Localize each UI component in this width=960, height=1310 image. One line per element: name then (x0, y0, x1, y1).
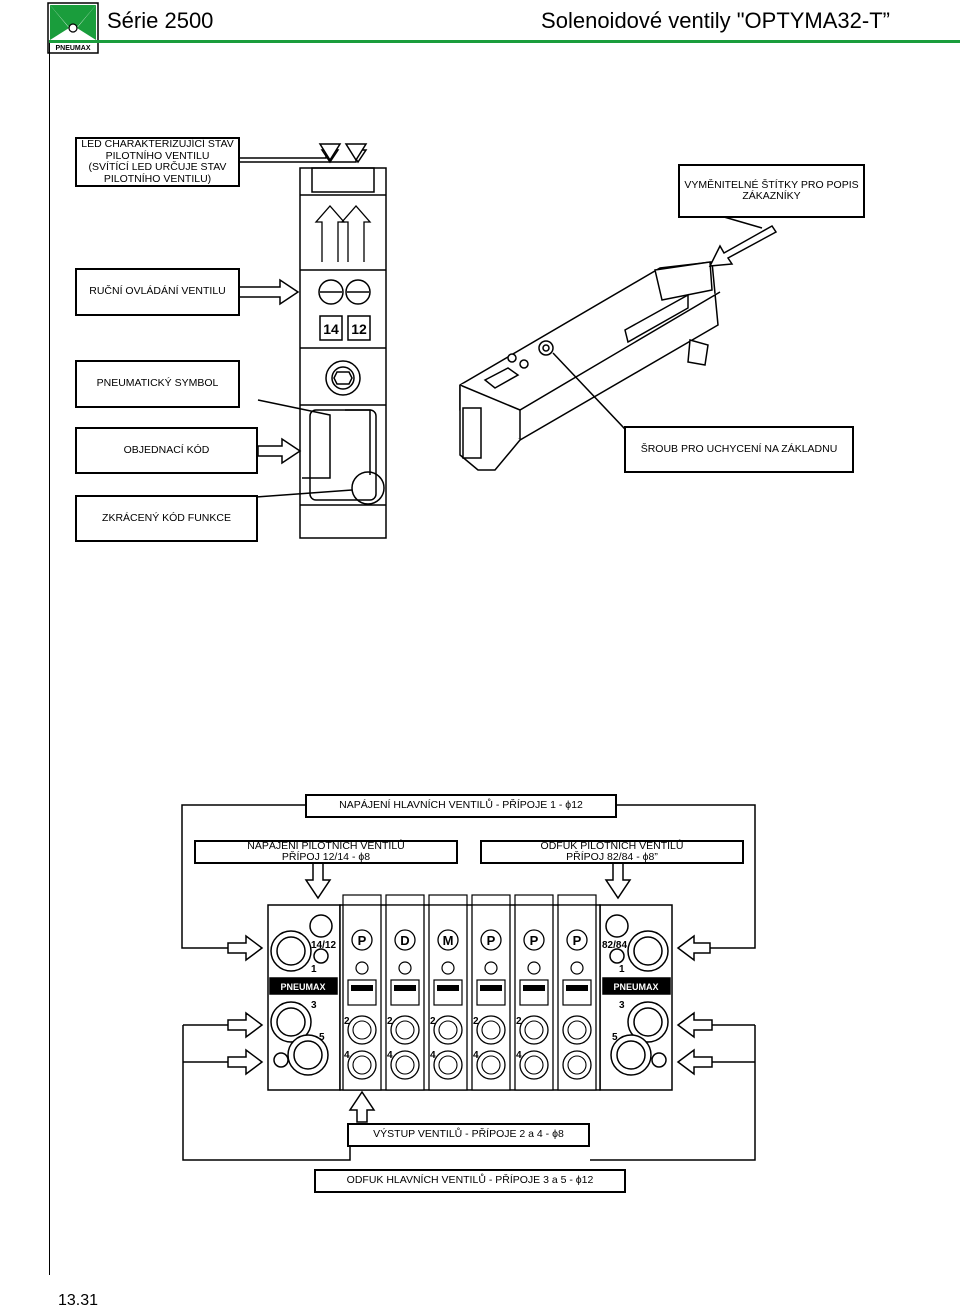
label-main-supply: NAPÁJENÍ HLAVNÍCH VENTILŮ - PŘÍPOJE 1 - … (305, 794, 617, 818)
valve-screw (355, 961, 369, 975)
mark-1-right: 1 (619, 964, 625, 975)
port-2-inner (395, 1020, 415, 1040)
margin-line (49, 43, 50, 1275)
port-2-inner (567, 1020, 587, 1040)
valve-letter-circle (351, 929, 373, 951)
mark-5-right: 5 (612, 1032, 618, 1043)
valve-letter: P (530, 933, 539, 948)
label-main-exhaust: ODFUK HLAVNÍCH VENTILŮ - PŘÍPOJE 3 a 5 -… (314, 1169, 626, 1193)
label-symbol: PNEUMATICKÝ SYMBOL (75, 360, 240, 408)
port-2-mark: 2 (473, 1016, 479, 1027)
mark-5-left: 5 (319, 1032, 325, 1043)
mark-1-left: 1 (311, 964, 317, 975)
valve-slice-cap (428, 894, 468, 906)
logo-text: PNEUMAX (55, 45, 90, 52)
valve-connector (433, 979, 463, 1006)
manifold (267, 904, 673, 1091)
valve-screw (441, 961, 455, 975)
valve-connector-slot (480, 985, 502, 991)
mark-82-84: 82/84 (602, 940, 627, 951)
valve-slice-cap (385, 894, 425, 906)
header-accent-bar (49, 40, 960, 43)
valve-connector-slot (566, 985, 588, 991)
valve-slice-cap (557, 894, 597, 906)
label-outputs: VÝSTUP VENTILŮ - PŘÍPOJE 2 a 4 - ϕ8 (347, 1123, 590, 1147)
valve-connector (476, 979, 506, 1006)
product-title: Solenoidové ventily "OPTYMA32-T” (541, 8, 890, 33)
valve-screw (570, 961, 584, 975)
port-2-mark: 2 (516, 1016, 522, 1027)
port-4-inner (567, 1055, 587, 1075)
mark-3-right: 3 (619, 1000, 625, 1011)
port-4-mark: 4 (430, 1050, 436, 1061)
valve-letter-circle (437, 929, 459, 951)
valve-connector-slot (437, 985, 459, 991)
port-4-inner (395, 1055, 415, 1075)
port-2-inner (352, 1020, 372, 1040)
manifold-valve-slices: P 2 4 D 2 4 M 2 4 P 2 4 P 2 4 P (342, 894, 597, 1091)
port-2-inner (524, 1020, 544, 1040)
valve-isometric (459, 261, 721, 471)
valve-connector (390, 979, 420, 1006)
port14-mark: 14 (323, 321, 339, 337)
valve-screw (398, 961, 412, 975)
port-2-mark: 2 (344, 1016, 350, 1027)
label-order-code: OBJEDNACÍ KÓD (75, 427, 258, 474)
port-4-mark: 4 (344, 1050, 350, 1061)
valve-letter: P (573, 933, 582, 948)
valve-front-body (299, 167, 387, 539)
port-2-inner (438, 1020, 458, 1040)
valve-screw (527, 961, 541, 975)
valve-connector (519, 979, 549, 1006)
port-2-inner (481, 1020, 501, 1040)
valve-connector-slot (351, 985, 373, 991)
valve-letter-circle (566, 929, 588, 951)
mark-14-12: 14/12 (311, 940, 336, 951)
valve-connector (347, 979, 377, 1006)
port12-mark: 12 (351, 321, 367, 337)
valve-slice-cap (471, 894, 511, 906)
port-4-mark: 4 (516, 1050, 522, 1061)
port-2-mark: 2 (430, 1016, 436, 1027)
valve-letter: M (443, 933, 454, 948)
port-4-inner (352, 1055, 372, 1075)
mark-3-left: 3 (311, 1000, 317, 1011)
port-4-mark: 4 (473, 1050, 479, 1061)
valve-letter: P (487, 933, 496, 948)
brand-right: PNEUMAX (613, 982, 658, 992)
valve-letter-circle (523, 929, 545, 951)
port-4-mark: 4 (387, 1050, 393, 1061)
series-title: Série 2500 (107, 8, 214, 33)
brand-left: PNEUMAX (280, 982, 325, 992)
label-short-code: ZKRÁCENÝ KÓD FUNKCE (75, 495, 258, 542)
valve-connector (562, 979, 592, 1006)
valve-connector-slot (394, 985, 416, 991)
valve-letter-circle (480, 929, 502, 951)
valve-letter: P (358, 933, 367, 948)
port-4-inner (481, 1055, 501, 1075)
pneumax-logo: PNEUMAX (47, 2, 99, 54)
valve-slice-cap (514, 894, 554, 906)
valve-slice-cap (342, 894, 382, 906)
port-2-mark: 2 (387, 1016, 393, 1027)
valve-letter-circle (394, 929, 416, 951)
port-4-inner (524, 1055, 544, 1075)
page-number: 13.31 (58, 1292, 99, 1309)
port-4-inner (438, 1055, 458, 1075)
valve-connector-slot (523, 985, 545, 991)
label-manual: RUČNÍ OVLÁDÁNÍ VENTILU (75, 268, 240, 316)
label-screw: ŠROUB PRO UCHYCENÍ NA ZÁKLADNU (624, 426, 854, 473)
valve-screw (484, 961, 498, 975)
valve-letter: D (400, 933, 409, 948)
